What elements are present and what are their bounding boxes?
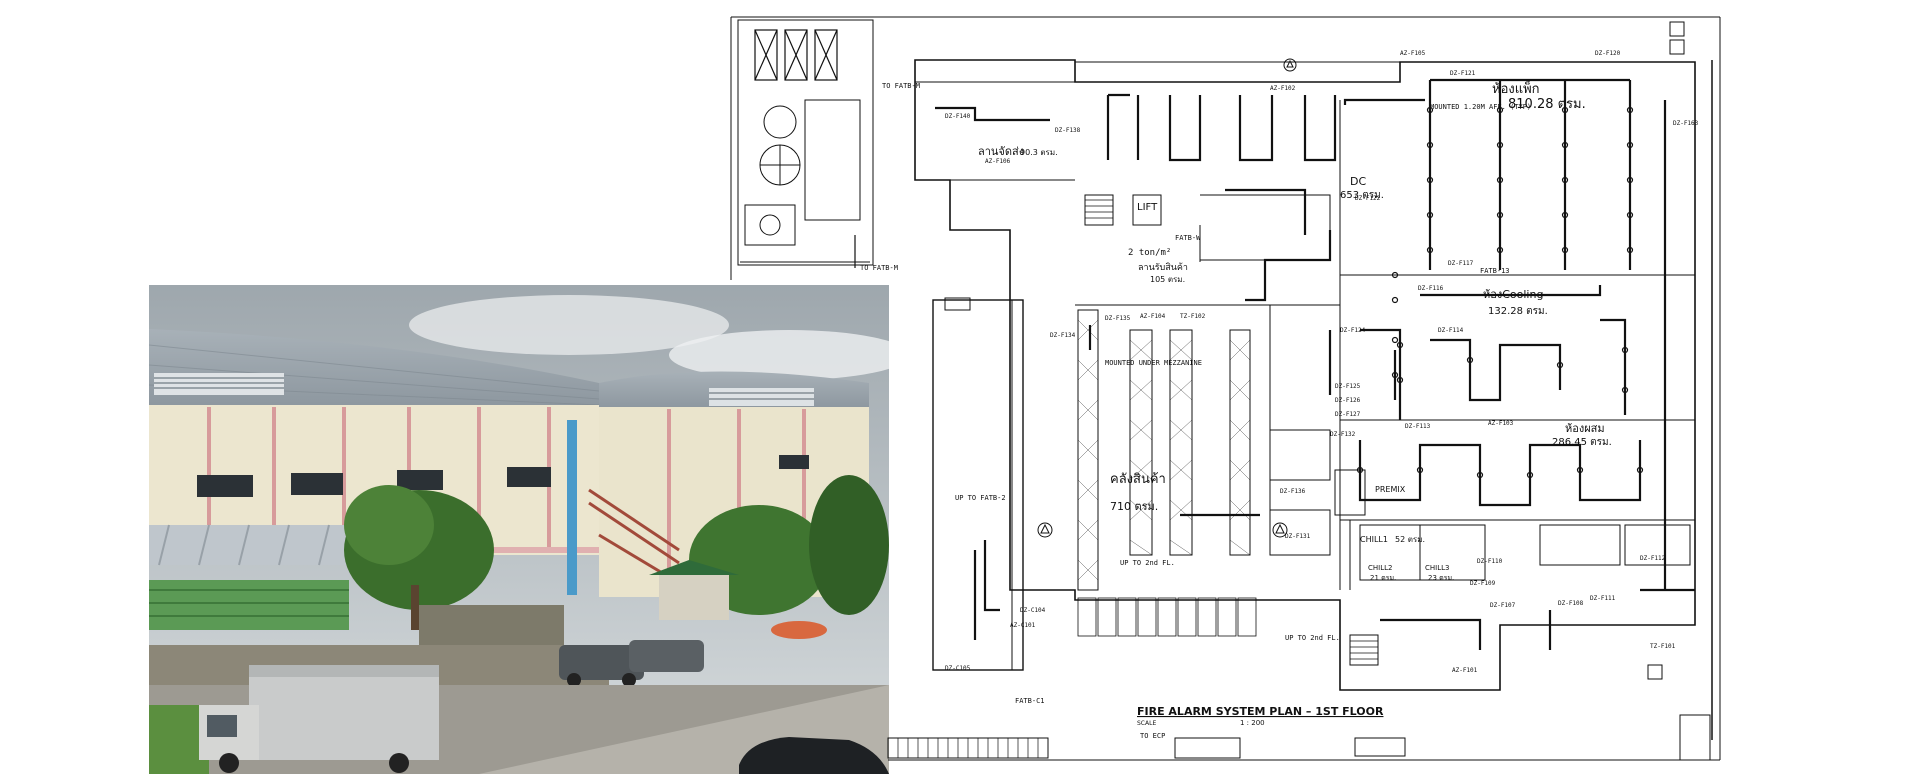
note-fatb-c1: FATB-C1 — [1015, 697, 1045, 705]
room-name-chill2: CHILL2 — [1368, 564, 1392, 572]
room-name-chill1: CHILL1 — [1360, 535, 1388, 544]
note-to-ecp: TO ECP — [1140, 732, 1165, 740]
device-label: DZ-F134 — [1050, 332, 1076, 339]
device-label: AZ-F104 — [1140, 313, 1166, 320]
plan-scale-value: 1 : 200 — [1240, 719, 1265, 727]
room-name-dispatch: ลานจัดส่ง — [978, 145, 1024, 158]
note-up-to-2nd-a: UP TO 2nd FL. — [1120, 559, 1175, 567]
room-area-cooling: 132.28 ตรม. — [1488, 306, 1548, 317]
device-label: DZ-F112 — [1640, 555, 1666, 562]
room-name-cooling: ห้องCooling — [1483, 288, 1543, 301]
device-label: DZ-F107 — [1490, 602, 1516, 609]
device-label: DZ-F126 — [1335, 397, 1361, 404]
device-label: DZ-F131 — [1285, 533, 1311, 540]
device-label: AZ-F105 — [1400, 50, 1426, 57]
room-area-packing: 810.28 ตรม. — [1508, 97, 1586, 112]
note-fatb-13: FATB-13 — [1480, 267, 1510, 275]
room-name-chill3: CHILL3 — [1425, 564, 1449, 572]
device-label: DZ-F135 — [1105, 315, 1131, 322]
device-label: DZ-C105 — [945, 665, 971, 672]
device-label: DZ-F124 — [1340, 327, 1366, 334]
device-label: DZ-F127 — [1335, 411, 1361, 418]
device-label: DZ-F163 — [1673, 120, 1699, 127]
plan-scale-label: SCALE — [1137, 720, 1156, 727]
device-label: AZ-F101 — [1452, 667, 1478, 674]
factory-photo — [149, 285, 889, 774]
device-label: DZ-F117 — [1448, 260, 1474, 267]
device-label: AZ-C101 — [1010, 622, 1036, 629]
device-label: TZ-F101 — [1650, 643, 1676, 650]
plan-title: FIRE ALARM SYSTEM PLAN – 1ST FLOOR — [1137, 705, 1384, 718]
note-to-fatb-m-top: TO FATB-M — [882, 82, 920, 90]
device-label: DZ-F109 — [1470, 580, 1496, 587]
device-label: DZ-F113 — [1405, 423, 1431, 430]
device-label: DZ-F121 — [1450, 70, 1476, 77]
room-name-packing: ห้องแพ็ก — [1492, 79, 1540, 97]
note-fatb-w: FATB-W — [1175, 234, 1201, 242]
note-up-to-fatb2: UP TO FATB-2 — [955, 494, 1006, 502]
room-name-lift: LIFT — [1137, 202, 1158, 213]
note-to-fatb-m-bottom: TO FATB-M — [860, 264, 898, 272]
device-label: DZ-F138 — [1055, 127, 1081, 134]
device-label: AZ-F103 — [1488, 420, 1514, 427]
room-name-warehouse: คลังสินค้า — [1110, 472, 1166, 487]
room-area-chill3: 23 ตรม. — [1428, 574, 1454, 582]
device-label: DZ-F116 — [1418, 285, 1444, 292]
device-label: DZ-F108 — [1558, 600, 1584, 607]
room-name-premix: PREMIX — [1375, 485, 1406, 494]
room-name-dc: DC — [1350, 175, 1366, 188]
note-up-to-2nd-b: UP TO 2nd FL. — [1285, 634, 1340, 642]
device-label: DZ-F122 — [1355, 195, 1381, 202]
room-area-chill2: 21 ตรม. — [1370, 574, 1396, 582]
room-area-dispatch: 90.3 ตรม. — [1020, 148, 1058, 157]
device-label: TZ-F102 — [1180, 313, 1206, 320]
note-mounted-mezzanine: MOUNTED UNDER MEZZANINE — [1105, 359, 1202, 367]
device-label: AZ-F106 — [985, 158, 1011, 165]
device-label: DZ-F120 — [1595, 50, 1621, 57]
device-label: DZ-F136 — [1280, 488, 1306, 495]
note-load: 2 ton/m² — [1128, 248, 1171, 258]
note-mounted-aff: MOUNTED 1.20M AFF. (TYP) — [1430, 103, 1531, 111]
device-label: DZ-F114 — [1438, 327, 1464, 334]
device-label: AZ-F102 — [1270, 85, 1296, 92]
device-label: DZ-C104 — [1020, 607, 1046, 614]
device-label: DZ-F132 — [1330, 431, 1356, 438]
room-area-mixing: 286.45 ตรม. — [1552, 437, 1612, 448]
room-area-receiving: 105 ตรม. — [1150, 275, 1185, 284]
room-area-warehouse: 710 ตรม. — [1110, 500, 1158, 513]
device-label: DZ-F140 — [945, 113, 971, 120]
room-area-chill1: 52 ตรม. — [1395, 535, 1425, 544]
room-name-mixing: ห้องผสม — [1565, 422, 1605, 435]
device-label: DZ-F125 — [1335, 383, 1361, 390]
room-area-dc: 653 ตรม. — [1340, 190, 1384, 201]
device-label: DZ-F110 — [1477, 558, 1503, 565]
room-name-receiving: ลานรับสินค้า — [1138, 262, 1188, 273]
device-label: DZ-F111 — [1590, 595, 1616, 602]
